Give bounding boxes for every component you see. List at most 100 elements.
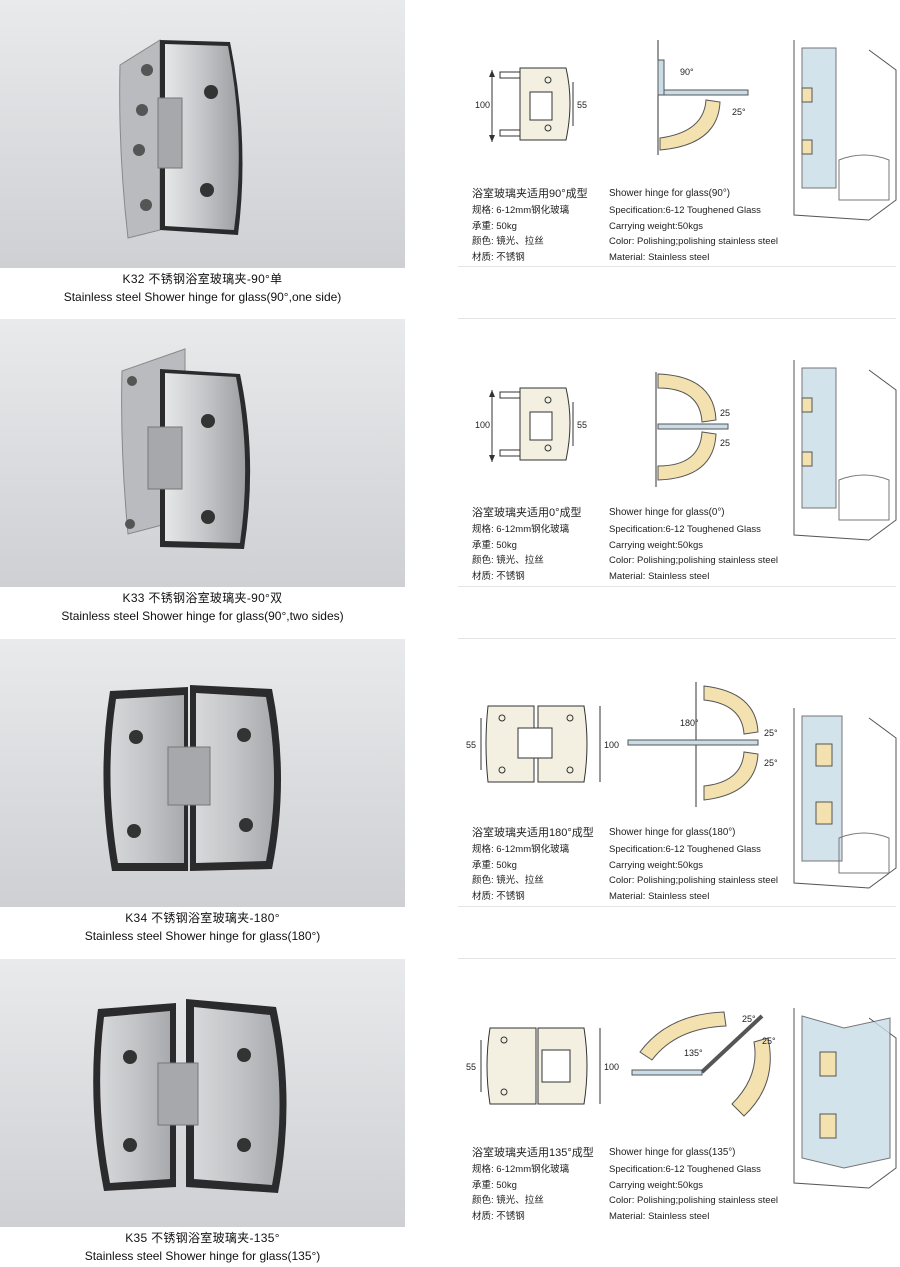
spec-cn-k34: 浴室玻璃夹适用180°成型 规格: 6-12mm钢化玻璃 承重: 50kg 颜色… [472,825,594,904]
dimension-label: 100 [475,420,490,430]
spec-title: 浴室玻璃夹适用180°成型 [472,827,594,839]
product-caption-k32: K32 不锈钢浴室玻璃夹-90°单 Stainless steel Shower… [0,270,405,306]
product-name: Stainless steel Shower hinge for glass(9… [63,290,342,304]
spec-title: Shower hinge for glass(180°) [609,827,736,838]
angle-label: 25° [732,107,746,117]
product-photo-k34 [0,639,405,907]
spec-line: Material: Stainless steel [609,570,710,582]
divider [458,906,896,907]
spec-title: 浴室玻璃夹适用135°成型 [472,1147,594,1159]
spec-line: 材质: 不锈钢 [472,1210,525,1222]
dimension-drawing-k32: 100 55 [475,67,587,142]
dimension-label: 55 [577,100,587,110]
dimension-label: 100 [475,100,490,110]
dimension-drawing-k34: 55 100 [466,705,619,783]
spec-line: 颜色: 镜光、拉丝 [472,875,544,887]
spec-en-k35: Shower hinge for glass(135°) Specificati… [609,1145,778,1224]
hinge-180-image [103,685,281,871]
angle-label: 25 [720,438,730,448]
dimension-label: 100 [604,740,619,750]
divider [458,958,896,959]
angle-label: 25° [742,1014,756,1024]
spec-line: Carrying weight:50kgs [609,1179,703,1191]
divider [458,266,896,267]
hinge-90-one-side-image [119,39,243,239]
angle-label: 25° [764,758,778,768]
spec-en-k32: Shower hinge for glass(90°) Specificatio… [609,186,778,265]
spec-line: 规格: 6-12mm钢化玻璃 [472,844,570,855]
angle-label: 25 [720,408,730,418]
angle-diagram-k35: 135° 25° 25° [631,1011,776,1117]
product-caption-k35: K35 不锈钢浴室玻璃夹-135° Stainless steel Shower… [0,1229,405,1265]
spec-cn-k35: 浴室玻璃夹适用135°成型 规格: 6-12mm钢化玻璃 承重: 50kg 颜色… [472,1145,594,1224]
spec-title: Shower hinge for glass(0°) [609,507,725,518]
spec-line: 颜色: 镜光、拉丝 [472,1195,544,1207]
angle-label: 25° [762,1036,776,1046]
spec-line: 承重: 50kg [472,220,517,232]
spec-line: 材质: 不锈钢 [472,890,525,902]
spec-en-k33: Shower hinge for glass(0°) Specification… [609,505,778,584]
product-name: Stainless steel Shower hinge for glass(1… [84,929,321,943]
shower-enclosure-drawing-k32 [793,40,897,221]
angle-diagram-k32: 90° 25° [657,40,749,155]
product-caption-k34: K34 不锈钢浴室玻璃夹-180° Stainless steel Shower… [0,909,405,945]
divider [458,318,896,319]
angle-label: 135° [684,1048,703,1058]
spec-line: Color: Polishing;polishing stainless ste… [609,875,778,887]
product-photo-k35 [0,959,405,1227]
hinge-135-image [93,999,287,1193]
spec-line: 颜色: 镜光、拉丝 [472,555,544,567]
dimension-label: 100 [604,1062,619,1072]
spec-line: Specification:6-12 Toughened Glass [609,844,761,855]
shower-enclosure-drawing-k33 [793,360,897,541]
spec-line: 颜色: 镜光、拉丝 [472,236,544,248]
product-code: K32 不锈钢浴室玻璃夹-90°单 [122,272,283,286]
spec-line: 材质: 不锈钢 [472,570,525,582]
dimension-drawing-k35: 55 100 [466,1027,619,1105]
product-code: K34 不锈钢浴室玻璃夹-180° [125,911,280,925]
spec-en-k34: Shower hinge for glass(180°) Specificati… [609,825,778,904]
divider [458,586,896,587]
divider [458,638,896,639]
shower-enclosure-drawing-k35 [793,1008,897,1189]
spec-line: Material: Stainless steel [609,890,710,902]
spec-line: Specification:6-12 Toughened Glass [609,1164,761,1175]
spec-line: Color: Polishing;polishing stainless ste… [609,555,778,567]
product-name: Stainless steel Shower hinge for glass(1… [84,1249,321,1263]
spec-line: Material: Stainless steel [609,1210,710,1222]
spec-line: 承重: 50kg [472,1179,517,1191]
angle-label: 90° [680,67,694,77]
product-code: K35 不锈钢浴室玻璃夹-135° [125,1231,280,1245]
spec-line: 规格: 6-12mm钢化玻璃 [472,205,570,216]
spec-title: Shower hinge for glass(90°) [609,188,730,199]
spec-line: Carrying weight:50kgs [609,859,703,871]
dimension-label: 55 [577,420,587,430]
product-caption-k33: K33 不锈钢浴室玻璃夹-90°双 Stainless steel Shower… [0,589,405,625]
hinge-90-two-sides-image [121,348,251,549]
product-photo-k32 [0,0,405,268]
spec-line: Specification:6-12 Toughened Glass [609,205,761,216]
angle-label: 180° [680,718,699,728]
spec-line: Carrying weight:50kgs [609,539,703,551]
spec-cn-k32: 浴室玻璃夹适用90°成型 规格: 6-12mm钢化玻璃 承重: 50kg 颜色:… [472,186,588,265]
spec-line: 承重: 50kg [472,859,517,871]
angle-diagram-k33: 25 25 [655,372,730,487]
spec-line: 承重: 50kg [472,539,517,551]
angle-diagram-k34: 180° 25° 25° [627,682,778,807]
spec-line: Material: Stainless steel [609,251,710,263]
spec-line: 规格: 6-12mm钢化玻璃 [472,524,570,535]
spec-line: Carrying weight:50kgs [609,220,703,232]
product-name: Stainless steel Shower hinge for glass(9… [61,609,344,623]
shower-enclosure-drawing-k34 [793,708,897,889]
spec-title: 浴室玻璃夹适用90°成型 [472,188,588,200]
spec-line: 材质: 不锈钢 [472,251,525,263]
spec-line: 规格: 6-12mm钢化玻璃 [472,1164,570,1175]
angle-label: 25° [764,728,778,738]
product-code: K33 不锈钢浴室玻璃夹-90°双 [122,591,283,605]
spec-line: Color: Polishing;polishing stainless ste… [609,1195,778,1207]
spec-title: 浴室玻璃夹适用0°成型 [472,507,582,519]
spec-line: Color: Polishing;polishing stainless ste… [609,236,778,248]
dimension-drawing-k33: 100 55 [475,387,587,462]
spec-cn-k33: 浴室玻璃夹适用0°成型 规格: 6-12mm钢化玻璃 承重: 50kg 颜色: … [472,505,582,584]
dimension-label: 55 [466,740,476,750]
